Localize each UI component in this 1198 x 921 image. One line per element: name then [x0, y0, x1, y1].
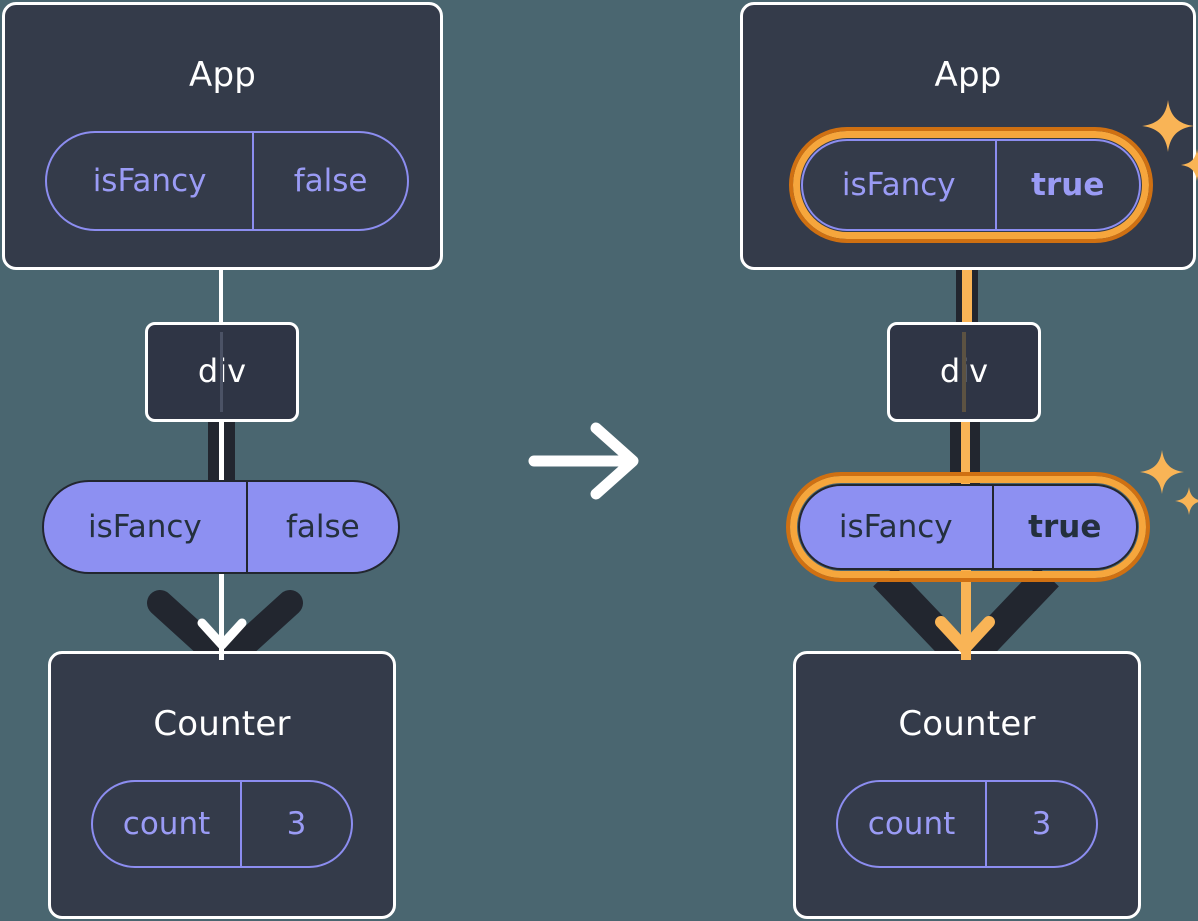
component-box-app-after[interactable]: App isFancy true: [740, 2, 1196, 270]
props-pill-key: isFancy: [87, 509, 202, 545]
state-pill-key: isFancy: [841, 167, 956, 203]
state-pill-key: isFancy: [92, 163, 207, 199]
state-pill-count-counter-before[interactable]: count 3: [91, 780, 353, 868]
state-pill-value: 3: [985, 782, 1096, 866]
props-pill-value: true: [991, 486, 1136, 568]
state-pill-value: true: [994, 141, 1139, 229]
sparkle-icon-app-large-after: [1140, 98, 1196, 154]
state-pill-key: count: [867, 806, 956, 842]
wire-div-to-props-left-before: [208, 420, 219, 490]
wire-div-to-props-right-before: [224, 420, 235, 490]
sparkle-icon-props-small-after: [1174, 486, 1198, 516]
sparkle-icon-app-small-after: [1180, 148, 1198, 182]
component-box-counter-after[interactable]: Counter count 3: [793, 651, 1141, 919]
wire-app-to-div-orange-after: [962, 210, 972, 332]
component-title-counter-after: Counter: [898, 704, 1036, 744]
component-title-app-before: App: [188, 55, 257, 95]
props-pill-key: isFancy: [838, 509, 953, 545]
wire-through-div-before: [220, 332, 223, 412]
wire-div-to-props-left-after: [950, 420, 962, 490]
wire-div-to-props-center-after: [961, 420, 970, 490]
wire-props-to-counter-shaft-after: [961, 566, 971, 660]
component-title-app-after: App: [934, 55, 1002, 95]
component-box-counter-before[interactable]: Counter count 3: [48, 651, 396, 919]
arrowhead-counter-after: [935, 616, 995, 654]
props-pill-isfancy-after[interactable]: isFancy true: [798, 484, 1138, 570]
transition-arrow-icon: [528, 422, 639, 500]
props-pill-isfancy-before[interactable]: isFancy false: [42, 480, 400, 574]
arrowhead-counter-before: [197, 618, 247, 650]
props-pill-value: false: [245, 482, 398, 572]
wire-props-to-counter-shaft-before: [219, 570, 224, 660]
wire-div-to-props-right-after: [968, 420, 980, 490]
wire-app-to-div-before: [219, 260, 223, 330]
state-pill-isfancy-app-after[interactable]: isFancy true: [801, 139, 1141, 231]
component-box-app-before[interactable]: App isFancy false: [2, 2, 443, 270]
wire-div-to-props-center-before: [219, 420, 224, 490]
state-pill-value: 3: [240, 782, 351, 866]
panel-after: App isFancy true div: [740, 0, 1198, 921]
wire-through-div-after: [962, 332, 966, 412]
component-title-counter-before: Counter: [153, 704, 291, 744]
panel-before: App isFancy false div isFancy false: [0, 0, 500, 921]
state-pill-value: false: [252, 133, 407, 229]
state-pill-isfancy-app-before[interactable]: isFancy false: [45, 131, 409, 231]
state-pill-count-counter-after[interactable]: count 3: [836, 780, 1098, 868]
state-pill-key: count: [122, 806, 211, 842]
sparkle-icon-props-large-after: [1138, 448, 1186, 496]
